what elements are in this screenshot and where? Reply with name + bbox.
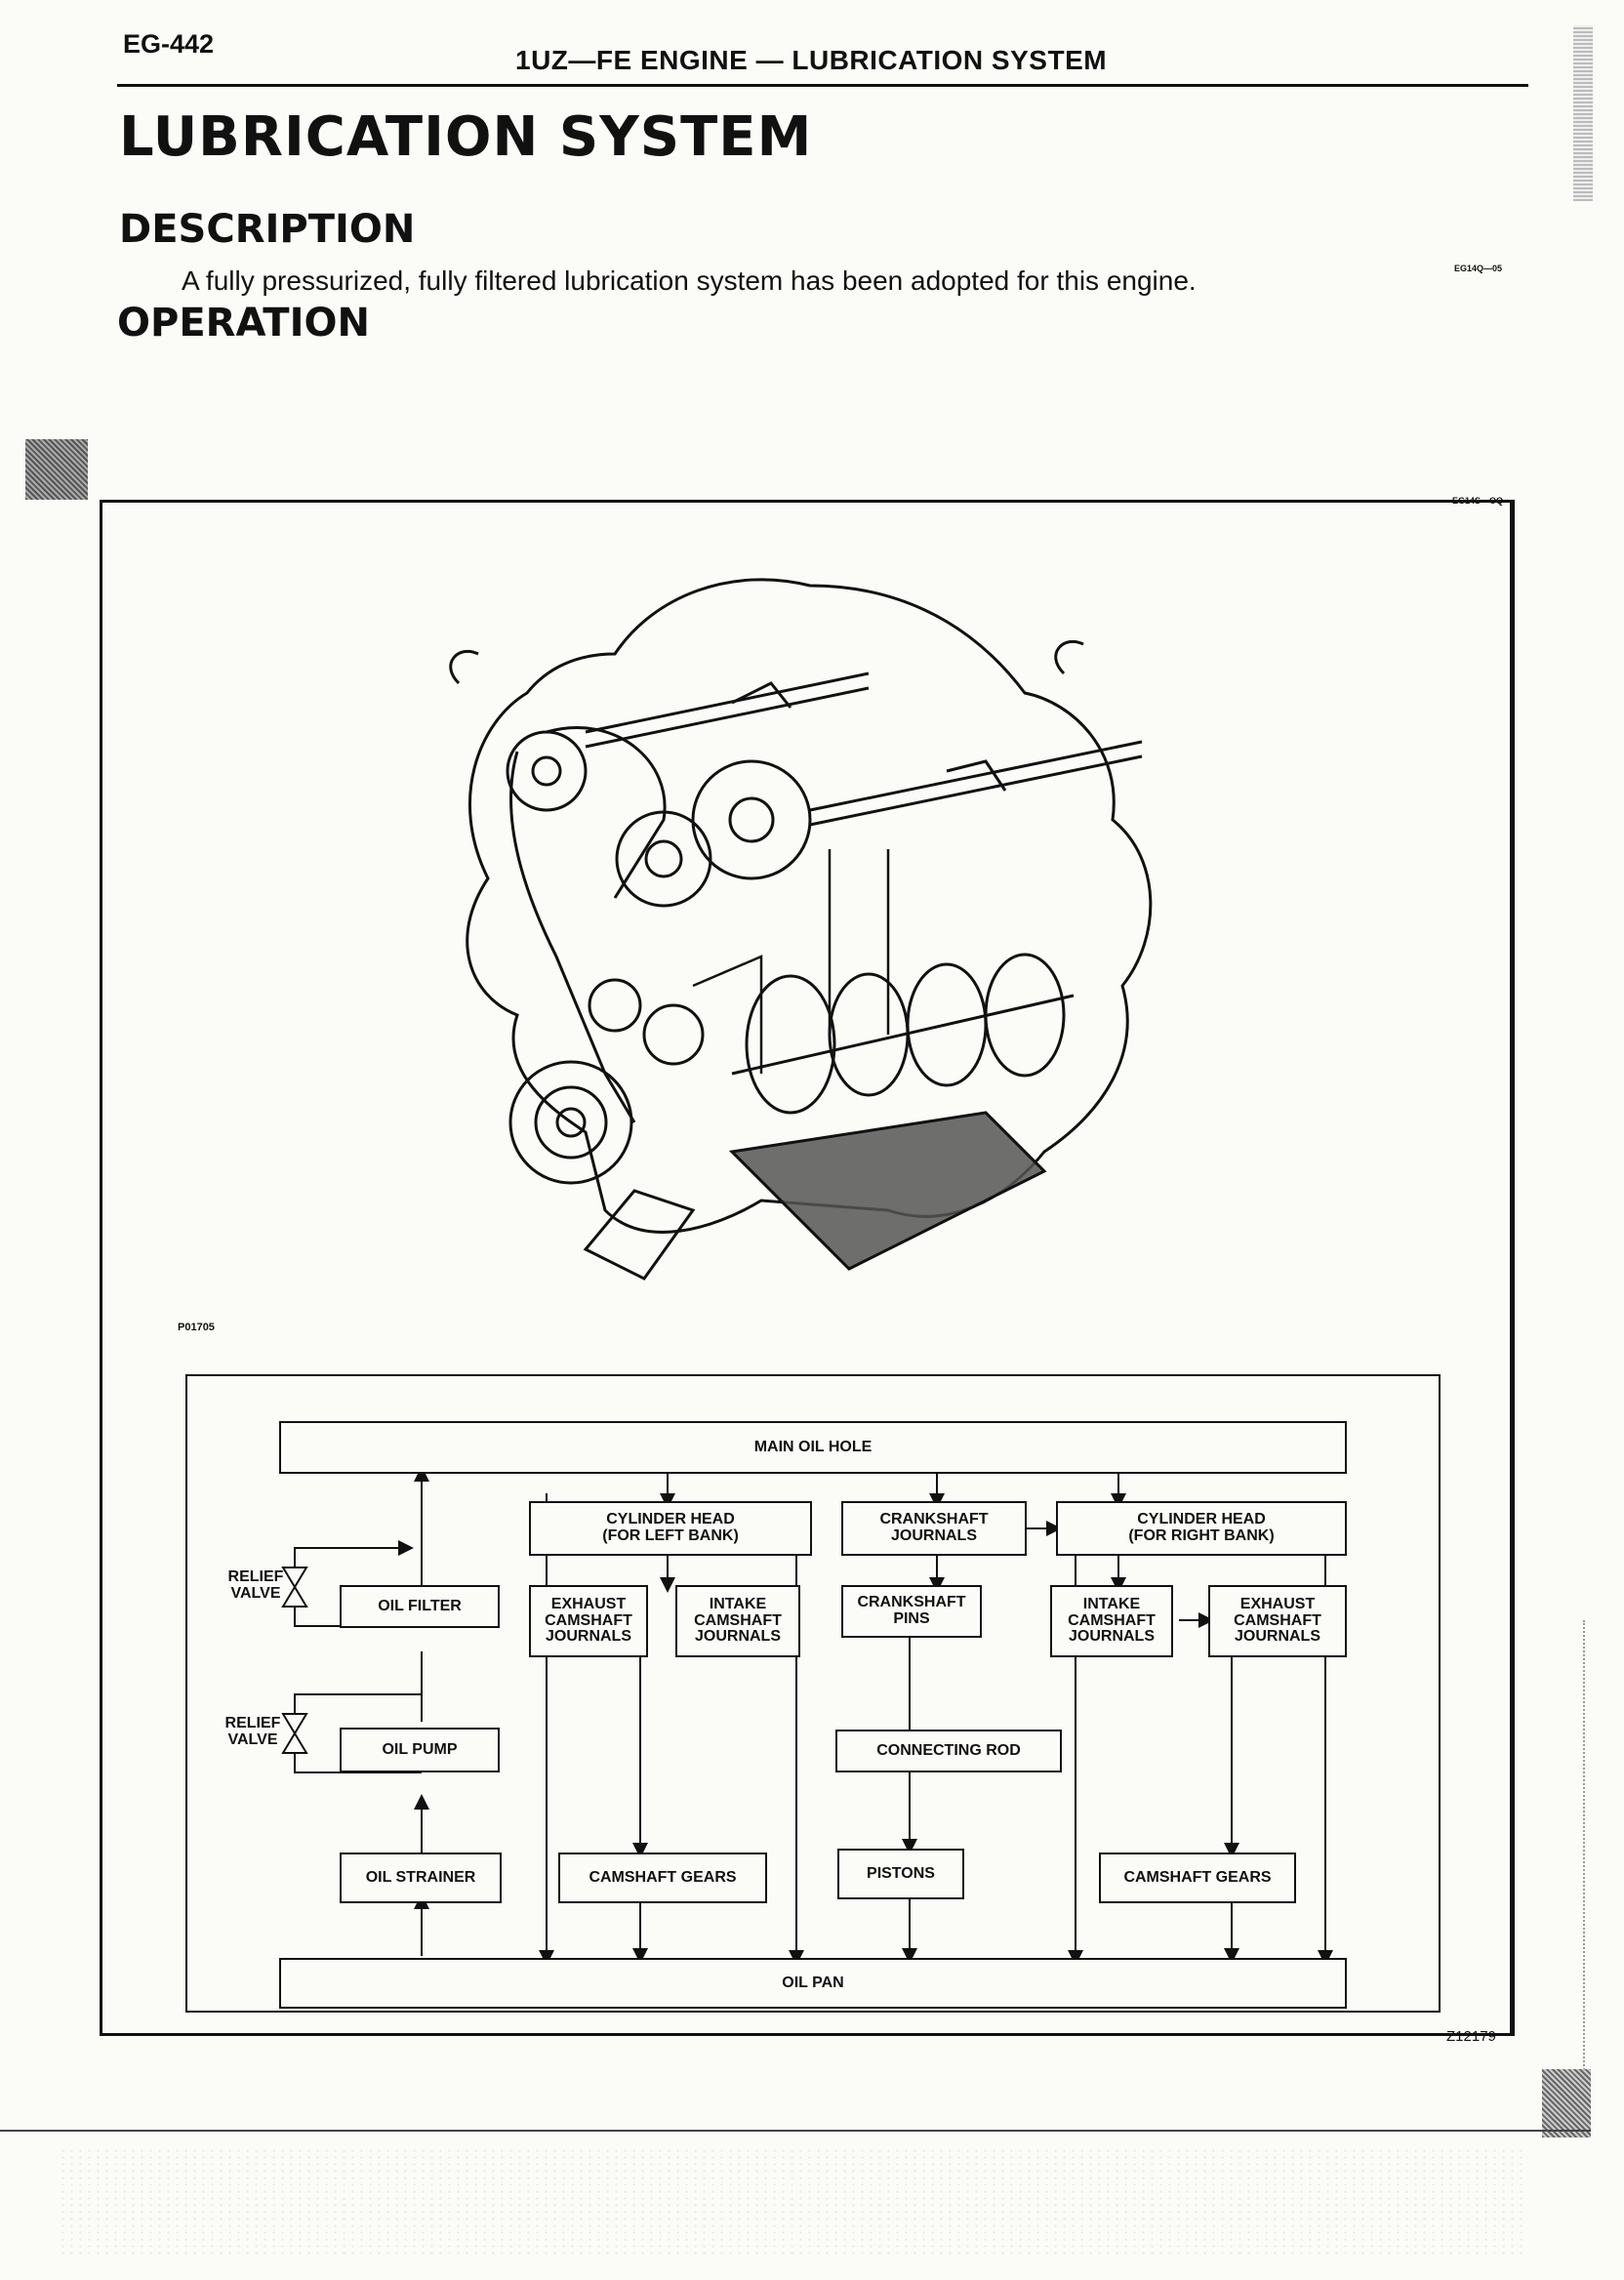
camshaft-gears-right-box: CAMSHAFT GEARS <box>1099 1852 1296 1903</box>
scan-corner-shade <box>1542 2069 1591 2138</box>
intake-camshaft-left-box: INTAKE CAMSHAFT JOURNALS <box>675 1585 800 1657</box>
cylinder-head-left-box: CYLINDER HEAD (FOR LEFT BANK) <box>529 1501 812 1556</box>
oil-pump-box: OIL PUMP <box>340 1728 500 1772</box>
description-code: EG14Q—05 <box>1454 264 1503 273</box>
description-text: A fully pressurized, fully filtered lubr… <box>182 265 1197 296</box>
operation-heading: OPERATION <box>117 301 370 346</box>
scan-edge-dots <box>1583 1620 1585 2128</box>
page-bottom-rule <box>0 2130 1591 2132</box>
crankshaft-pins-box: CRANKSHAFT PINS <box>841 1585 982 1638</box>
lubrication-flowchart: MAIN OIL HOLE CYLINDER HEAD (FOR LEFT BA… <box>185 1374 1441 2013</box>
intake-camshaft-right-box: INTAKE CAMSHAFT JOURNALS <box>1050 1585 1173 1657</box>
section-tab-icon <box>25 439 88 500</box>
diagram-code: Z12179 <box>1446 2028 1496 2045</box>
running-header: 1UZ—FE ENGINE — LUBRICATION SYSTEM <box>515 45 1108 75</box>
illustration-code: P01705 <box>178 1322 215 1333</box>
header-rule <box>117 84 1528 87</box>
relief-valve-1-label: RELIEF VALVE <box>227 1568 284 1602</box>
engine-illustration <box>449 578 1153 1281</box>
oil-filter-box: OIL FILTER <box>340 1585 500 1628</box>
connecting-rod-box: CONNECTING ROD <box>835 1730 1062 1772</box>
oil-strainer-box: OIL STRAINER <box>340 1852 502 1903</box>
crankshaft-journals-box: CRANKSHAFT JOURNALS <box>841 1501 1027 1556</box>
main-oil-hole-box: MAIN OIL HOLE <box>279 1421 1347 1474</box>
cylinder-head-right-box: CYLINDER HEAD (FOR RIGHT BANK) <box>1056 1501 1347 1556</box>
page-number: EG-442 <box>123 29 215 59</box>
scan-edge-strip <box>1573 25 1593 201</box>
relief-valve-2-label: RELIEF VALVE <box>224 1715 281 1748</box>
pistons-box: PISTONS <box>837 1849 964 1899</box>
page-title: LUBRICATION SYSTEM <box>119 105 813 169</box>
scan-noise <box>59 2147 1522 2255</box>
exhaust-camshaft-right-box: EXHAUST CAMSHAFT JOURNALS <box>1208 1585 1347 1657</box>
exhaust-camshaft-left-box: EXHAUST CAMSHAFT JOURNALS <box>529 1585 648 1657</box>
oil-pan-box: OIL PAN <box>279 1958 1347 2009</box>
figure-frame <box>100 500 1515 2036</box>
description-heading: DESCRIPTION <box>119 207 416 252</box>
camshaft-gears-left-box: CAMSHAFT GEARS <box>558 1852 767 1903</box>
